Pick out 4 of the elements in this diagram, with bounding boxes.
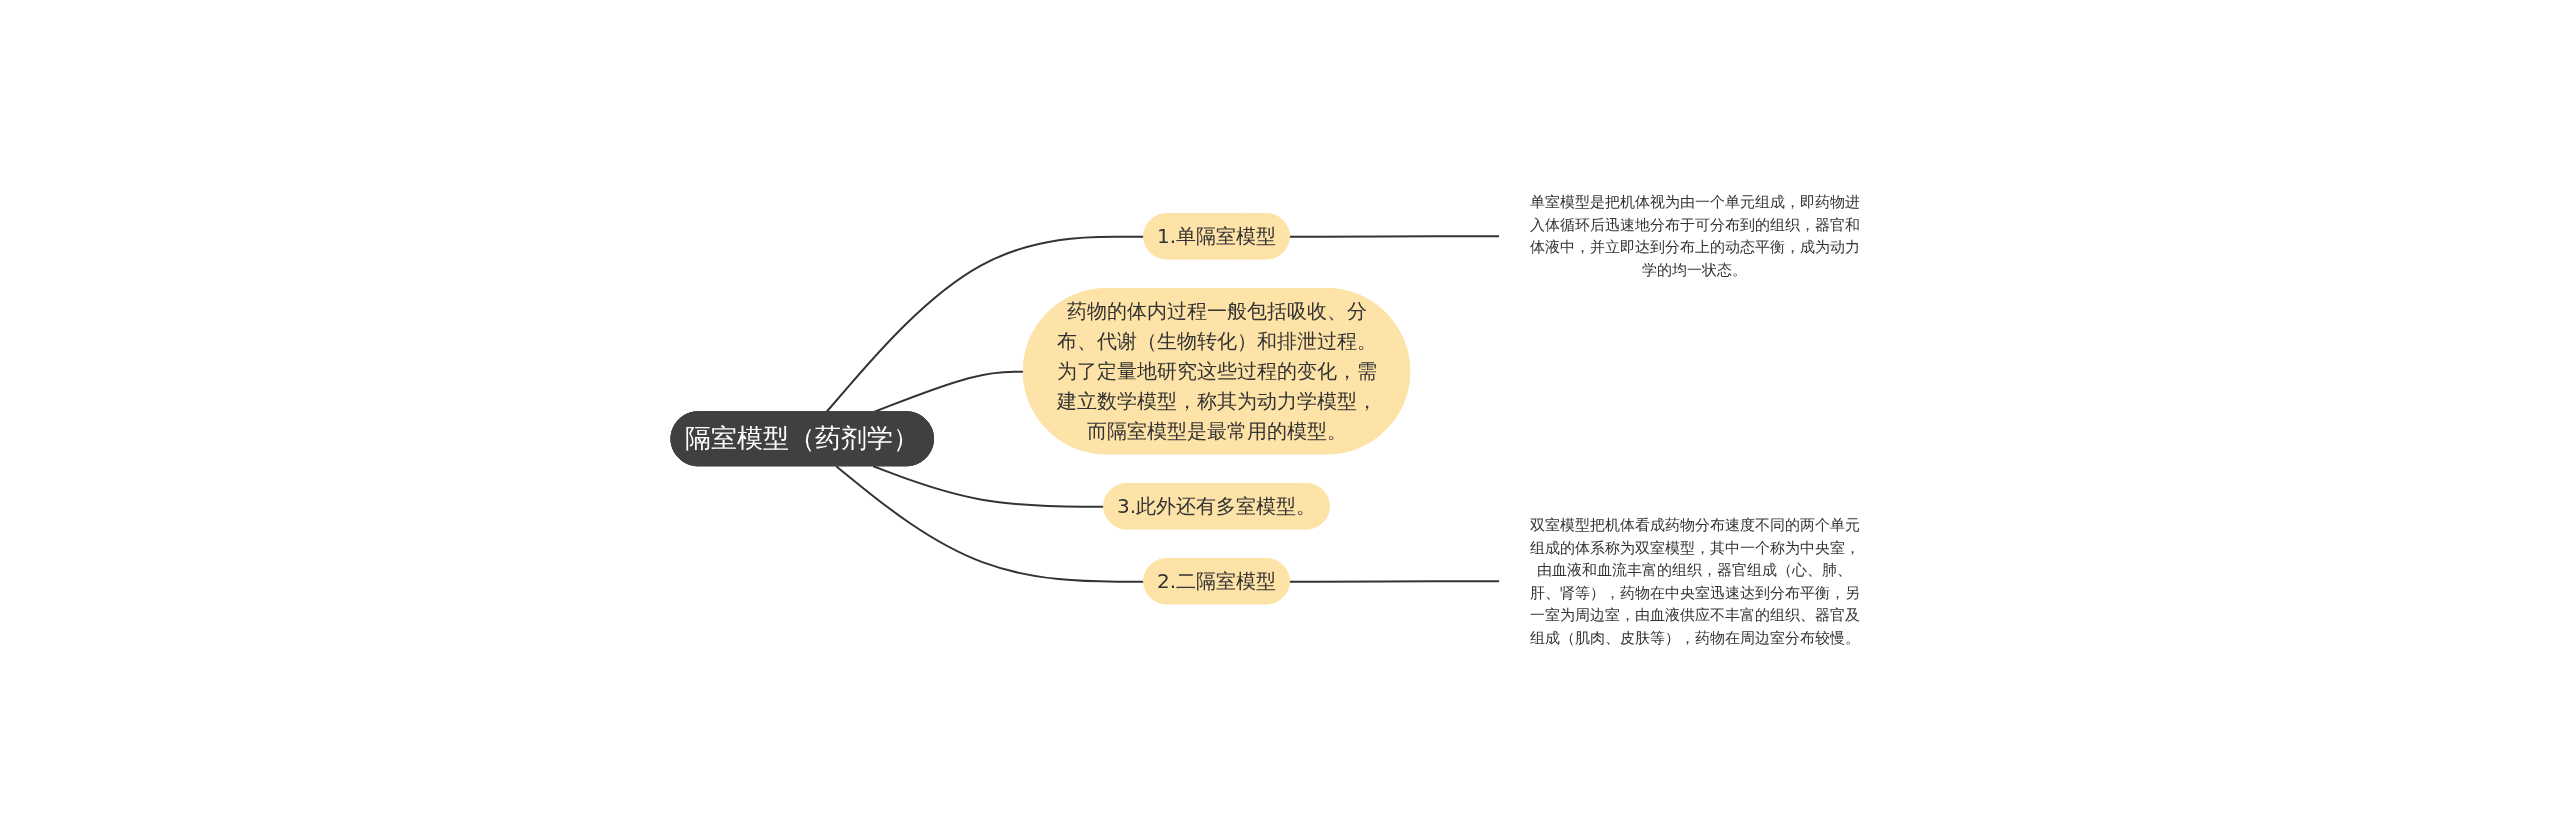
node-text: 双室模型把机体看成药物分布速度不同的两个单元组成的体系称为双室模型，其中一个称为中央室，由血液和血流丰富的组织，器官组成（心、肺、肝、肾等），药物在中央室迅速达到分布平衡，另一室为周边室，由血液供应不丰富的组织、器官及组成（肌肉、皮肤等），药物在周边室分布较慢。 <box>1529 515 1860 647</box>
node-text: 单室模型是把机体视为由一个单元组成，即药物进入体循环后迅速地分布于可分布到的组织，器官和体液中，并立即达到分布上的动态平衡，成为动力学的均一状态。 <box>1529 193 1860 279</box>
connector <box>1288 235 1501 238</box>
connector <box>1288 580 1501 583</box>
